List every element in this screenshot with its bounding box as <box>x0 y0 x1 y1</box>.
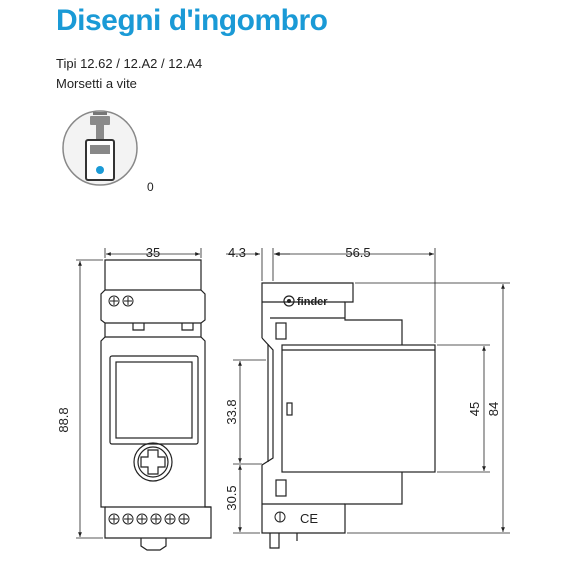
screw-terminal-icon <box>62 110 138 186</box>
dim-lower-rail: 30.5 <box>224 485 239 510</box>
dim-front-width: 35 <box>146 245 160 260</box>
product-types: Tipi 12.62 / 12.A2 / 12.A4 <box>56 56 203 71</box>
side-terminal-screws <box>274 511 286 523</box>
dim-total-height: 84 <box>486 402 501 416</box>
front-top-screws <box>108 295 134 307</box>
brand-name: finder <box>297 296 328 308</box>
terminal-type: Morsetti a vite <box>56 76 137 91</box>
ce-mark: CE <box>300 511 318 526</box>
dim-front-height: 88.8 <box>56 407 71 432</box>
dim-side-depth: 56.5 <box>345 245 370 260</box>
side-view <box>261 282 436 549</box>
dim-upper-rail: 33.8 <box>224 399 239 424</box>
page-title: Disegni d'ingombro <box>56 4 328 37</box>
terminal-code: 0 <box>147 180 154 194</box>
side-dimension-lines <box>226 248 510 534</box>
front-dimension-lines <box>76 248 202 539</box>
dim-side-offset: 4.3 <box>228 245 246 260</box>
finder-logo: finder <box>283 295 328 308</box>
front-bottom-screws <box>108 513 190 525</box>
front-view <box>100 259 212 551</box>
dim-body-height: 45 <box>467 402 482 416</box>
